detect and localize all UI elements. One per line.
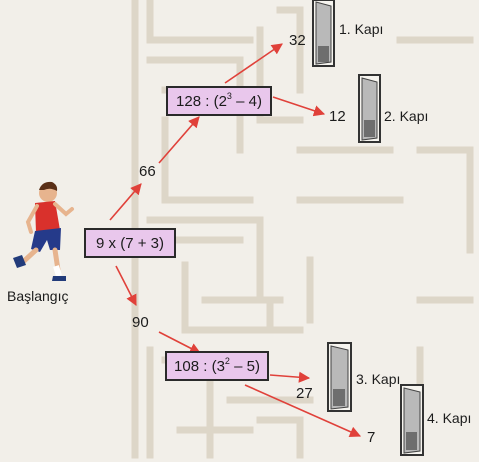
runner-leg-back xyxy=(21,247,39,264)
door-4-icon xyxy=(400,384,424,456)
value-7: 7 xyxy=(367,429,376,446)
path-arrows xyxy=(109,43,362,438)
start-expression: 9 x (7 + 3) xyxy=(96,234,164,252)
door-2-icon xyxy=(358,74,381,143)
value-32: 32 xyxy=(289,32,306,49)
door-4-label: 4. Kapı xyxy=(427,410,472,426)
runner-arm-right xyxy=(53,202,74,217)
lower-expression: 108 : (32 – 5) xyxy=(174,355,260,375)
runner-shorts xyxy=(31,228,61,252)
runner-shirt xyxy=(35,201,60,233)
arrow-lower-box-to-27 xyxy=(269,371,311,383)
arrow-upper-box-to-12 xyxy=(272,96,326,117)
value-27: 27 xyxy=(296,385,313,402)
maze-background xyxy=(131,0,474,459)
runner-hair xyxy=(39,181,58,191)
runner-shoe-front xyxy=(52,276,66,281)
lower-expression-box: 108 : (32 – 5) xyxy=(165,351,269,381)
arrow-start-to-66 xyxy=(109,183,142,221)
door-1-label: 1. Kapı xyxy=(339,21,384,37)
runner-figure xyxy=(13,181,74,281)
value-12: 12 xyxy=(329,108,346,125)
arrow-66-to-upper-box xyxy=(158,116,200,164)
start-expression-box: 9 x (7 + 3) xyxy=(84,228,176,258)
door-2-label: 2. Kapı xyxy=(384,108,429,124)
upper-expression-box: 128 : (23 – 4) xyxy=(166,86,272,116)
arrow-start-to-90 xyxy=(115,265,137,306)
runner-shoe-back xyxy=(13,255,26,268)
value-90: 90 xyxy=(132,314,149,331)
runner-arm-left xyxy=(25,204,39,234)
arrow-lower-box-to-7 xyxy=(244,384,362,438)
arrow-upper-box-to-32 xyxy=(224,43,283,84)
value-66: 66 xyxy=(139,163,156,180)
door-3-label: 3. Kapı xyxy=(356,371,401,387)
arrow-90-to-lower-box xyxy=(158,331,201,354)
door-1-icon xyxy=(312,0,335,67)
upper-expression: 128 : (23 – 4) xyxy=(176,90,262,110)
door-3-icon xyxy=(327,342,352,412)
start-label: Başlangıç xyxy=(7,288,69,304)
runner-sock-front xyxy=(53,265,62,277)
